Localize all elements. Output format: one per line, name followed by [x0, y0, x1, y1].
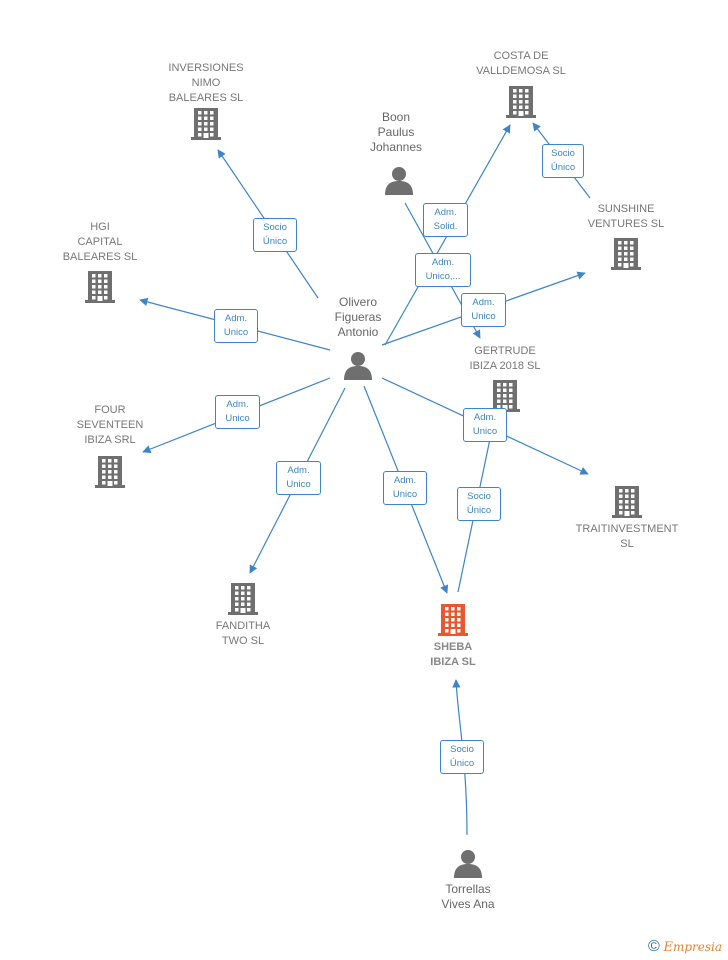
- copyright-brand: © Empresia: [648, 938, 722, 956]
- edge-label-torrellas: Socio Único: [440, 740, 484, 774]
- company-sheba-ibiza[interactable]: SHEBA IBIZA SL: [398, 602, 508, 670]
- person-icon: [344, 352, 372, 380]
- person-olivero-figueras[interactable]: Olivero Figueras Antonio: [303, 295, 413, 380]
- edge-label-costa-socio: Socio Único: [542, 144, 584, 178]
- company-inversiones-nimo[interactable]: INVERSIONES NIMO BALEARES SL: [150, 61, 262, 140]
- edge-label-traitinvestment: Adm. Unico: [463, 408, 507, 442]
- copyright-icon: ©: [648, 938, 660, 955]
- company-costa-valldemosa[interactable]: COSTA DE VALLDEMOSA SL: [464, 49, 578, 118]
- person-boon-paulus[interactable]: Boon Paulus Johannes: [348, 110, 444, 195]
- person-label: Boon Paulus Johannes: [369, 110, 423, 154]
- building-icon: [228, 583, 258, 615]
- building-icon: [85, 271, 115, 303]
- company-traitinvestment[interactable]: TRAITINVESTMENT SL: [565, 484, 689, 552]
- edge-label-four: Adm. Unico: [215, 395, 260, 429]
- company-label: HGI CAPITAL BALEARES SL: [62, 221, 138, 263]
- building-icon: [506, 86, 536, 118]
- edge-label-inversiones: Socio Único: [253, 218, 297, 252]
- company-label: GERTRUDE IBIZA 2018 SL: [469, 345, 541, 372]
- brand-initial: E: [663, 940, 673, 955]
- company-gertrude-ibiza[interactable]: GERTRUDE IBIZA 2018 SL: [450, 344, 560, 412]
- building-icon: [612, 486, 642, 518]
- building-icon: [438, 604, 468, 636]
- edge-label-sunshine: Adm. Unico: [461, 293, 506, 327]
- person-icon: [454, 850, 482, 878]
- person-icon: [385, 167, 413, 195]
- company-hgi-capital[interactable]: HGI CAPITAL BALEARES SL: [45, 220, 155, 303]
- company-label: SHEBA IBIZA SL: [430, 641, 476, 668]
- building-icon: [95, 456, 125, 488]
- company-label: COSTA DE VALLDEMOSA SL: [476, 50, 566, 77]
- brand-name: mpresia: [672, 940, 722, 954]
- edge-label-boon-gertrude: Adm. Unico,...: [415, 253, 471, 287]
- person-label: Olivero Figueras Antonio: [334, 295, 382, 339]
- edge-label-sheba-socio: Socio Único: [457, 487, 501, 521]
- person-torrellas-vives[interactable]: Torrellas Vives Ana: [413, 848, 523, 912]
- edge-label-sheba-adm: Adm. Unico: [383, 471, 427, 505]
- edge-label-funditha: Adm. Unico: [276, 461, 321, 495]
- company-label: FOUR SEVENTEEN IBIZA SRL: [76, 404, 144, 446]
- company-sunshine-ventures[interactable]: SUNSHINE VENTURES SL: [570, 202, 682, 270]
- building-icon: [611, 238, 641, 270]
- company-label: SUNSHINE VENTURES SL: [587, 203, 665, 230]
- company-four-seventeen[interactable]: FOUR SEVENTEEN IBIZA SRL: [55, 403, 165, 488]
- edge-label-costa-solid: Adm. Solid.: [423, 203, 468, 237]
- building-icon: [490, 380, 520, 412]
- building-icon: [191, 108, 221, 140]
- person-label: Torrellas Vives Ana: [441, 882, 495, 911]
- company-label: FANDITHA TWO SL: [215, 620, 271, 647]
- edge-label-hgi: Adm. Unico: [214, 309, 258, 343]
- company-funditha-two[interactable]: FANDITHA TWO SL: [188, 581, 298, 649]
- company-label: INVERSIONES NIMO BALEARES SL: [168, 62, 244, 104]
- company-label: TRAITINVESTMENT SL: [575, 523, 679, 550]
